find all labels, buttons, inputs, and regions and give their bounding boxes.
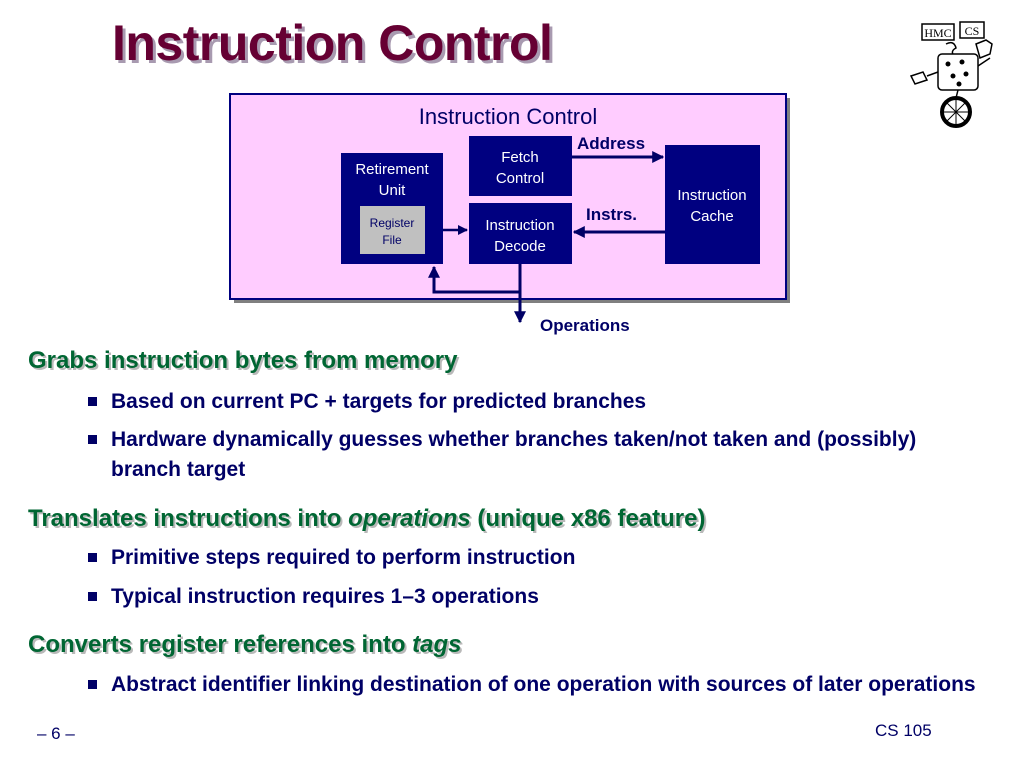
- instruction-control-diagram: Instruction Control Retirement Unit Regi…: [229, 93, 790, 335]
- instruction-cache-label-2: Cache: [690, 208, 733, 225]
- bullet-square-icon: [88, 435, 97, 444]
- fetch-control-label-1: Fetch: [501, 149, 539, 166]
- section-heading-converts: Converts register references into tags: [28, 631, 462, 658]
- register-file-label-1: Register: [370, 216, 415, 230]
- bullet-square-icon: [88, 592, 97, 601]
- hmc-cs-logo: HMC CS: [909, 21, 993, 128]
- register-file-label-2: File: [382, 233, 402, 247]
- fetch-control-label-2: Control: [496, 170, 544, 187]
- course-label: CS 105: [875, 721, 932, 740]
- bullet-square-icon: [88, 680, 97, 689]
- bullet-square-icon: [88, 397, 97, 406]
- retirement-unit-label-1: Retirement: [355, 161, 429, 178]
- section-heading-translates: Translates instructions into operations …: [28, 505, 706, 532]
- instruction-decode-label-2: Decode: [494, 238, 546, 255]
- operations-label: Operations: [540, 316, 630, 335]
- slide-title: Instruction Control: [112, 15, 553, 71]
- instruction-cache-box: [665, 145, 760, 264]
- container-label: Instruction Control: [419, 104, 598, 129]
- page-number: – 6 –: [37, 724, 75, 743]
- section-heading-grabs: Grabs instruction bytes from memory: [28, 347, 458, 374]
- address-label: Address: [577, 134, 645, 153]
- operations-feedback-arrow: [428, 265, 520, 294]
- instrs-label: Instrs.: [586, 205, 637, 224]
- register-file-box: [360, 206, 425, 254]
- instruction-decode-label-1: Instruction: [485, 217, 554, 234]
- logo-text-hmc: HMC: [924, 26, 951, 40]
- bullet-square-icon: [88, 553, 97, 562]
- fetch-control-box: [469, 136, 572, 196]
- retirement-unit-label-2: Unit: [379, 182, 407, 199]
- instruction-decode-box: [469, 203, 572, 264]
- instruction-cache-label-1: Instruction: [677, 187, 746, 204]
- logo-text-cs: CS: [965, 24, 980, 38]
